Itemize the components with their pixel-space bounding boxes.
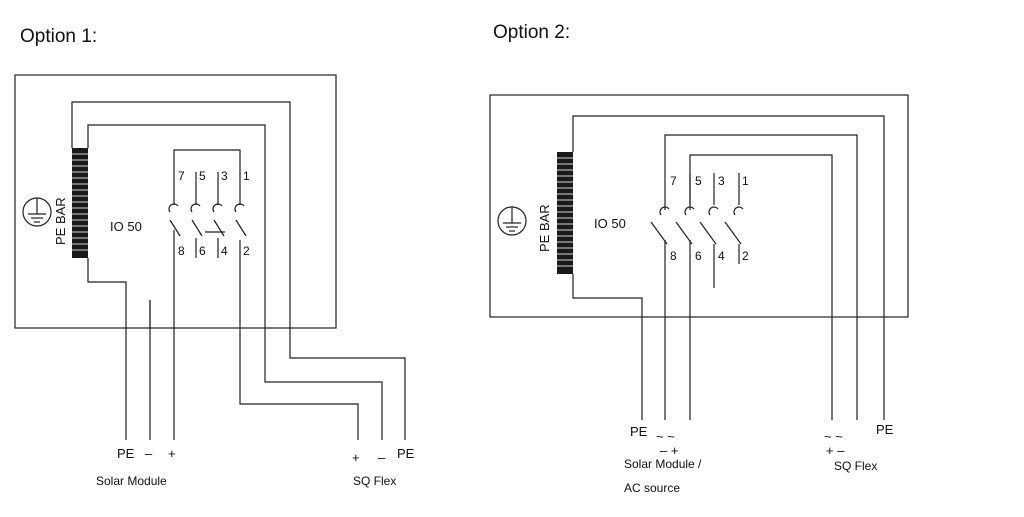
ground-icon (22, 197, 52, 227)
option-2-title: Option 2: (493, 22, 570, 43)
option-2-module-label: IO 50 (594, 216, 626, 231)
terminal-7: 7 (670, 174, 677, 188)
option-2-wires (572, 115, 885, 420)
left-ac-symbols: ~ ~ (656, 429, 675, 444)
terminal-2: 2 (243, 244, 250, 258)
solar-ac-caption-line2: AC source (624, 481, 680, 495)
option-1-module-label: IO 50 (110, 219, 142, 234)
option-2-pe-bar-label: PE BAR (537, 204, 552, 252)
terminal-5: 5 (199, 169, 206, 183)
terminal-7: 7 (178, 169, 185, 183)
solar-module-caption: Solar Module (96, 474, 167, 488)
option-1-diagram: Option 1: PE BAR (14, 26, 415, 488)
terminal-4: 4 (221, 244, 228, 258)
terminal-6: 6 (695, 249, 702, 263)
right-pe-label: PE (876, 422, 894, 437)
solar-pe-label: PE (117, 446, 135, 461)
left-polarity: – + (660, 443, 678, 458)
pe-bar-icon (557, 152, 573, 274)
right-ac-symbols: ~ ~ (824, 429, 843, 444)
switch-contact-icon (650, 173, 744, 288)
option-1-title: Option 1: (20, 26, 97, 47)
terminal-4: 4 (718, 249, 725, 263)
option-1-wires (71, 101, 406, 440)
sq-plus-label: + (352, 450, 360, 465)
option-1-enclosure (14, 74, 337, 329)
terminal-8: 8 (670, 249, 677, 263)
pe-bar-icon (72, 148, 88, 258)
solar-plus-label: + (168, 446, 176, 461)
sq-minus-label: – (378, 450, 386, 465)
terminal-1: 1 (742, 174, 749, 188)
option-2-diagram: Option 2: PE BAR (489, 22, 909, 495)
sq-flex-caption-2: SQ Flex (834, 459, 877, 473)
terminal-6: 6 (199, 244, 206, 258)
terminal-5: 5 (695, 174, 702, 188)
sq-flex-caption: SQ Flex (353, 474, 396, 488)
option-2-enclosure (489, 94, 909, 318)
terminal-8: 8 (178, 244, 185, 258)
ground-icon (497, 206, 527, 236)
terminal-3: 3 (221, 169, 228, 183)
left-pe-label: PE (630, 424, 648, 439)
solar-ac-caption-line1: Solar Module / (624, 457, 702, 471)
option-1-pe-bar-label: PE BAR (53, 197, 68, 245)
terminal-2: 2 (742, 249, 749, 263)
solar-minus-label: – (145, 446, 153, 461)
switch-contact-icon (168, 172, 247, 258)
right-polarity: + – (826, 443, 845, 458)
terminal-3: 3 (718, 174, 725, 188)
terminal-1: 1 (243, 169, 250, 183)
sq-pe-label: PE (397, 446, 415, 461)
